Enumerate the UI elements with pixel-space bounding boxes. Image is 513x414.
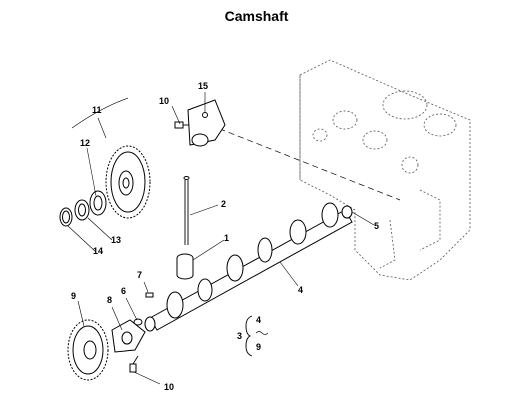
- callout-8: 8: [107, 295, 112, 305]
- washer-13: [74, 199, 90, 221]
- callout-2: 2: [221, 199, 226, 209]
- tappet-1: [176, 253, 194, 280]
- callout-6: 6: [121, 286, 126, 296]
- key-7: [145, 292, 154, 298]
- callout-9: 9: [71, 291, 76, 301]
- camshaft-4: [144, 202, 353, 332]
- thrust-plate-8: [111, 319, 146, 353]
- callout-4: 4: [298, 285, 303, 295]
- callout-13: 13: [111, 235, 121, 245]
- callout-11: 11: [92, 105, 102, 115]
- callout-4-group: 4: [256, 315, 261, 325]
- callout-10-lower: 10: [164, 382, 174, 392]
- callout-15: 15: [198, 81, 208, 91]
- callout-12: 12: [80, 138, 90, 148]
- bolt-10-upper: [174, 121, 189, 129]
- leader-lines: [67, 92, 375, 385]
- callout-5: 5: [374, 221, 379, 231]
- alignment-line: [209, 124, 401, 201]
- bushing-12: [89, 190, 107, 216]
- bearing-5: [341, 205, 353, 219]
- callout-7: 7: [137, 270, 142, 280]
- pin-6: [133, 318, 143, 326]
- engine-block: [299, 59, 471, 281]
- callout-10-upper: 10: [159, 96, 169, 106]
- callout-14: 14: [93, 246, 103, 256]
- camshaft-gear-11: [105, 145, 151, 219]
- group-tilde: [255, 331, 269, 335]
- callout-9-group: 9: [256, 342, 261, 352]
- callout-1: 1: [224, 233, 229, 243]
- ring-14: [59, 207, 73, 227]
- bracket-15: [187, 99, 226, 147]
- gear-9: [67, 319, 109, 381]
- push-rod-2: [183, 176, 190, 245]
- group-brace: [245, 315, 253, 357]
- callout-3: 3: [237, 331, 242, 341]
- bolt-10-lower: [129, 355, 139, 373]
- diagram-title: Camshaft: [224, 8, 289, 24]
